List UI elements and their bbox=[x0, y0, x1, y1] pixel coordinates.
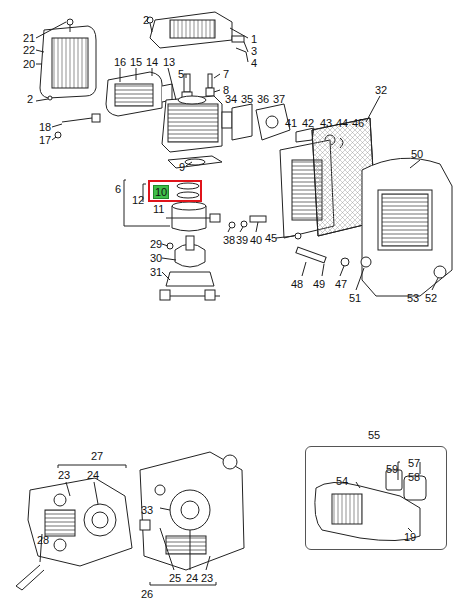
callout-number: 44 bbox=[335, 117, 349, 129]
callout-number: 19 bbox=[404, 531, 416, 543]
inset-panel: 555957585419 bbox=[305, 446, 447, 550]
callout-number: 29 bbox=[149, 238, 163, 250]
callout-number: 45 bbox=[264, 232, 278, 244]
callout-number: 50 bbox=[410, 148, 424, 160]
callout-number: 52 bbox=[424, 292, 438, 304]
callout-number: 12 bbox=[131, 194, 145, 206]
callout-number: 36 bbox=[256, 93, 270, 105]
callout-number: 15 bbox=[129, 56, 143, 68]
callout-number: 28 bbox=[36, 534, 50, 546]
callout-number: 9 bbox=[178, 161, 186, 173]
callout-number: 53 bbox=[406, 292, 420, 304]
callout-number: 51 bbox=[348, 292, 362, 304]
callout-number: 35 bbox=[240, 93, 254, 105]
callout-number: 59 bbox=[386, 463, 398, 475]
callout-number: 18 bbox=[38, 121, 52, 133]
callout-number: 46 bbox=[351, 117, 365, 129]
callout-number: 23 bbox=[57, 469, 71, 481]
callout-number: 30 bbox=[149, 252, 163, 264]
callout-number: 5 bbox=[177, 68, 185, 80]
callout-number: 24 bbox=[185, 572, 199, 584]
callout-number: 58 bbox=[408, 471, 420, 483]
callout-number: 31 bbox=[149, 266, 163, 278]
callout-number: 48 bbox=[290, 278, 304, 290]
callout-number: 39 bbox=[235, 234, 249, 246]
callout-number: 24 bbox=[86, 469, 100, 481]
callout-number: 3 bbox=[250, 45, 258, 57]
callout-number: 2 bbox=[26, 93, 34, 105]
callout-number: 20 bbox=[22, 58, 36, 70]
callout-number: 57 bbox=[408, 457, 420, 469]
callout-number: 22 bbox=[22, 44, 36, 56]
callout-number: 27 bbox=[90, 450, 104, 462]
callout-number: 6 bbox=[114, 183, 122, 195]
callout-number: 41 bbox=[284, 117, 298, 129]
callout-number: 7 bbox=[222, 68, 230, 80]
callout-number: 32 bbox=[374, 84, 388, 96]
callout-number: 21 bbox=[22, 32, 36, 44]
callout-number: 17 bbox=[38, 134, 52, 146]
callout-number: 2 bbox=[142, 14, 150, 26]
callout-number: 14 bbox=[145, 56, 159, 68]
callout-number: 34 bbox=[224, 93, 238, 105]
callout-number: 13 bbox=[162, 56, 176, 68]
callout-number: 11 bbox=[152, 203, 165, 215]
callout-number: 47 bbox=[334, 278, 348, 290]
callout-number: 37 bbox=[272, 93, 286, 105]
callout-number: 10 bbox=[153, 185, 169, 199]
callout-number: 1 bbox=[250, 33, 258, 45]
callout-number: 49 bbox=[312, 278, 326, 290]
highlight-box: 10 bbox=[148, 180, 202, 202]
callout-number: 43 bbox=[319, 117, 333, 129]
callout-number: 33 bbox=[140, 504, 154, 516]
callout-number: 38 bbox=[222, 234, 236, 246]
callout-number: 54 bbox=[336, 475, 348, 487]
callout-number: 16 bbox=[113, 56, 127, 68]
callout-number: 42 bbox=[301, 117, 315, 129]
callout-number: 40 bbox=[249, 234, 263, 246]
callout-number: 23 bbox=[200, 572, 214, 584]
callout-number: 4 bbox=[250, 57, 258, 69]
callout-number: 26 bbox=[140, 588, 154, 600]
callout-number: 25 bbox=[168, 572, 182, 584]
callout-number: 55 bbox=[368, 429, 380, 441]
